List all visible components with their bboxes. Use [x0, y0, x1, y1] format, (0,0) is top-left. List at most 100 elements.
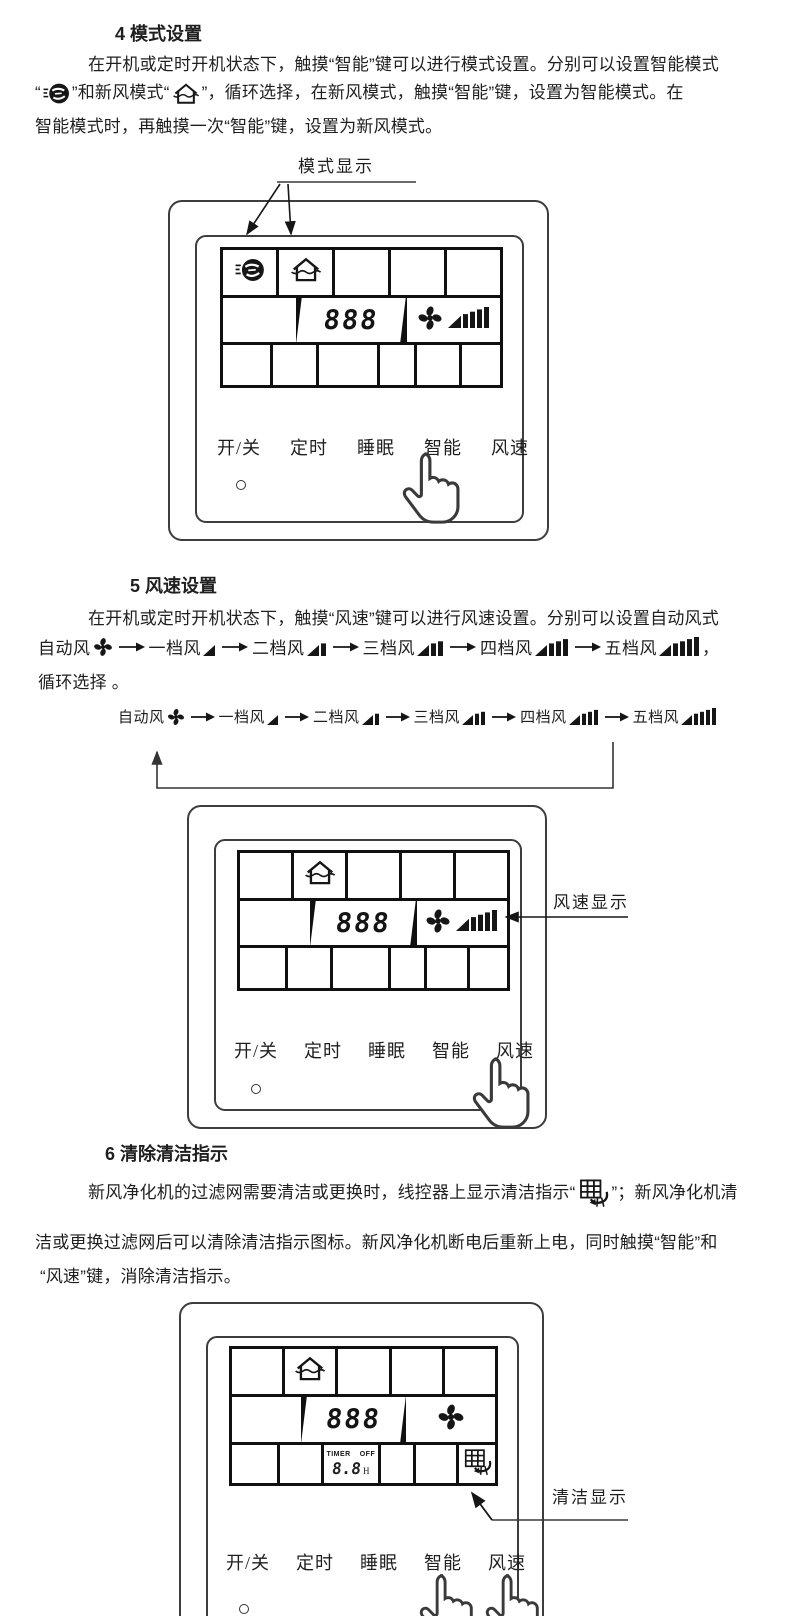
lcd-cell [223, 298, 297, 342]
lcd-cell [417, 345, 459, 385]
lcd-cell [285, 1349, 336, 1394]
fan-speed-callout-label: 风速显示 [553, 893, 629, 912]
power-button: 开/关 [217, 438, 262, 458]
sleep-button: 睡眠 [359, 1553, 398, 1573]
fan-speed-sequence-row: 自动风一档风二档风三档风四档风五档风 [118, 706, 719, 727]
fan-speed-step-label: 自动风 [38, 639, 91, 658]
mode-setting-diagram: 模式显示 888 [0, 148, 790, 550]
right-arrow-icon [118, 641, 146, 653]
timer-hours-unit: H [363, 1465, 370, 1476]
fan-speed-button: 风速 [490, 438, 529, 458]
lcd-cell [416, 1445, 457, 1483]
right-arrow-icon [221, 641, 249, 653]
fan-speed-level-1-icon [203, 637, 216, 656]
lcd-cell [391, 948, 425, 988]
fan-speed-button: 风速 [495, 1041, 534, 1061]
pointing-hand-icon [402, 450, 464, 545]
lcd-cell [348, 853, 399, 898]
timer-button: 定时 [290, 438, 328, 458]
fan-speed-bars-icon [447, 307, 490, 333]
right-arrow-icon [574, 641, 602, 653]
fan-speed-level-5-icon [681, 708, 717, 725]
lcd-cell [335, 250, 388, 295]
section-6-line-1: 新风净化机的过滤网需要清洁或更换时，线控器上显示清洁指示“”；新风净化机清 [88, 1178, 738, 1213]
smart-button: 智能 [431, 1041, 470, 1061]
section-6-line-2: 洁或更换过滤网后可以清除清洁指示图标。新风净化机断电后重新上电，同时触摸“智能”… [35, 1233, 718, 1252]
section-5-line-3: 循环选择 。 [38, 673, 129, 692]
fan-speed-step-label: 二档风 [252, 639, 305, 658]
wall-controller: 888 开/关 定时 睡眠 智能 风速 [168, 200, 549, 541]
indicator-dot [251, 1084, 261, 1094]
section-4-line-3: 智能模式时，再触摸一次“智能”键，设置为新风模式。 [35, 117, 443, 136]
timer-button: 定时 [296, 1553, 334, 1573]
fresh-air-mode-icon [172, 82, 200, 111]
fan-speed-cycle-diagram: 自动风一档风二档风三档风四档风五档风 [0, 700, 790, 800]
lcd-cell [459, 1445, 495, 1483]
lcd-cell [279, 250, 332, 295]
button-row: 开/关 定时 睡眠 智能 风速 [234, 1037, 534, 1063]
right-arrow-icon [190, 711, 216, 723]
fan-speed-level-5-icon [659, 637, 700, 656]
mode-display-callout-label: 模式显示 [298, 157, 374, 176]
fan-icon [167, 708, 185, 726]
right-arrow-icon [449, 641, 477, 653]
fan-speed-level-2-icon [361, 708, 380, 725]
fan-speed-level-4-icon [534, 637, 569, 656]
lcd-cell [391, 1349, 442, 1394]
lcd-cell [406, 1397, 495, 1442]
lcd-cell [288, 948, 330, 988]
timer-off-label: OFF [359, 1450, 376, 1458]
lcd-cell [406, 298, 500, 342]
lcd-cell [232, 1349, 283, 1394]
timer-label: TIMER [326, 1450, 351, 1458]
fan-speed-step-label: 一档风 [148, 639, 201, 658]
lcd-cell [319, 345, 378, 385]
indicator-dot [236, 480, 246, 490]
button-row: 开/关 定时 睡眠 智能 风速 [217, 434, 529, 460]
lcd-cell [232, 1397, 302, 1442]
section-5-heading: 5 风速设置 [130, 576, 218, 596]
lcd-cell [381, 1445, 414, 1483]
lcd-cell [279, 1445, 321, 1483]
lcd-cell [240, 901, 311, 945]
section-4-line-2: “”和新风模式“”，循环选择，在新风模式，触摸“智能”键，设置为智能模式。在 [35, 78, 684, 111]
lcd-display: 888 [237, 850, 510, 991]
smart-button: 智能 [423, 1553, 462, 1573]
lcd-cell [427, 948, 468, 988]
lcd-cell [470, 948, 507, 988]
right-arrow-icon [604, 711, 630, 723]
lcd-cell [402, 853, 453, 898]
fan-speed-step-label: 自动风 [118, 709, 165, 726]
smart-button: 智能 [423, 438, 462, 458]
lcd-cell [223, 250, 276, 295]
fresh-air-mode-icon [294, 1355, 326, 1388]
lcd-cell [338, 1349, 389, 1394]
lcd-cell [332, 948, 389, 988]
section-5-line-1: 在开机或定时开机状态下，触摸“风速”键可以进行风速设置。分别可以设置自动风式 [88, 609, 719, 628]
lcd-cell [462, 345, 500, 385]
fan-speed-step-label: 五档风 [632, 709, 680, 726]
fan-speed-bars-icon [456, 910, 498, 936]
clean-display-callout-label: 清洁显示 [552, 1488, 628, 1507]
fan-icon [417, 305, 443, 336]
fan-speed-step-label: 一档风 [218, 709, 266, 726]
lcd-cell [380, 345, 415, 385]
lcd-cell [456, 853, 507, 898]
section-4-line-1: 在开机或定时开机状态下，触摸“智能”键可以进行模式设置。分别可以设置智能模式 [88, 55, 719, 74]
right-arrow-icon [332, 641, 360, 653]
fan-icon [425, 908, 451, 939]
section-4-heading: 4 模式设置 [115, 24, 203, 44]
lcd-cell [223, 345, 271, 385]
lcd-display: 888 [220, 247, 503, 388]
text-fragment: “ [35, 83, 41, 102]
text-fragment: 新风净化机的过滤网需要清洁或更换时，线控器上显示清洁指示“ [88, 1183, 576, 1202]
lcd-cell [416, 901, 507, 945]
lcd-cell [294, 853, 345, 898]
lcd-cell [447, 250, 500, 295]
fan-speed-level-4-icon [568, 708, 599, 725]
lcd-digits: 888 [301, 1397, 407, 1442]
lcd-cell [273, 345, 317, 385]
timer-hours-digits: 8.8 [330, 1458, 363, 1478]
